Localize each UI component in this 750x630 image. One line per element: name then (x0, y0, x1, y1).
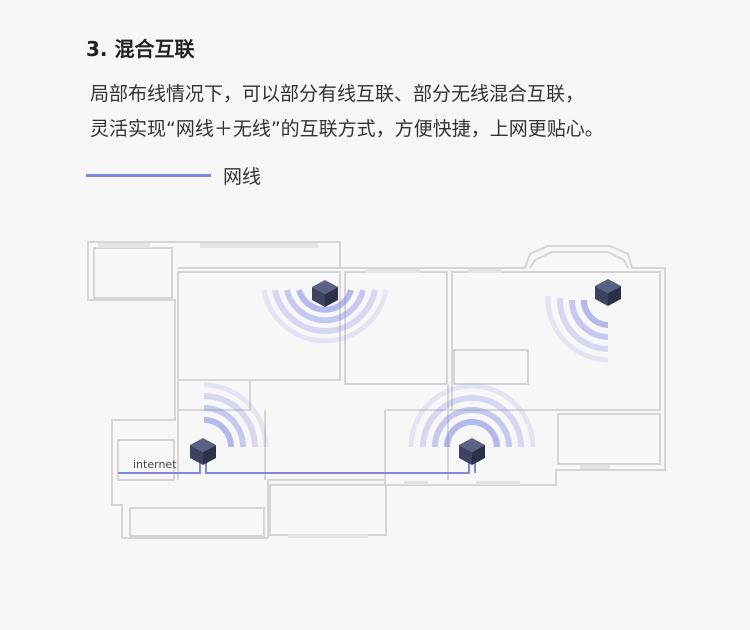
internet-label: internet (133, 458, 177, 471)
router-node-top-right (595, 279, 621, 306)
floor-plan-walls (87, 241, 666, 539)
window-marks (98, 243, 610, 538)
description-line-1: 局部布线情况下，可以部分有线互联、部分无线混合互联， (90, 83, 585, 105)
section-title: 3. 混合互联 (86, 37, 195, 61)
legend-cable-label: 网线 (223, 165, 262, 188)
router-node-top-center (312, 280, 338, 307)
wifi-signal-left (203, 382, 269, 448)
description: 局部布线情况下，可以部分有线互联、部分无线混合互联， 灵活实现“网线＋无线”的互… (90, 77, 690, 147)
description-line-2: 灵活实现“网线＋无线”的互联方式，方便快捷，上网更贴心。 (90, 118, 604, 140)
ethernet-cable (118, 462, 476, 474)
router-node-left (190, 438, 216, 465)
router-node-center (459, 438, 485, 465)
wifi-signal-center (408, 383, 536, 448)
legend-cable-line (86, 173, 211, 177)
wifi-signal-top-center (261, 289, 389, 344)
legend: 网线 (86, 160, 261, 190)
wifi-signal-top-right (545, 295, 609, 363)
